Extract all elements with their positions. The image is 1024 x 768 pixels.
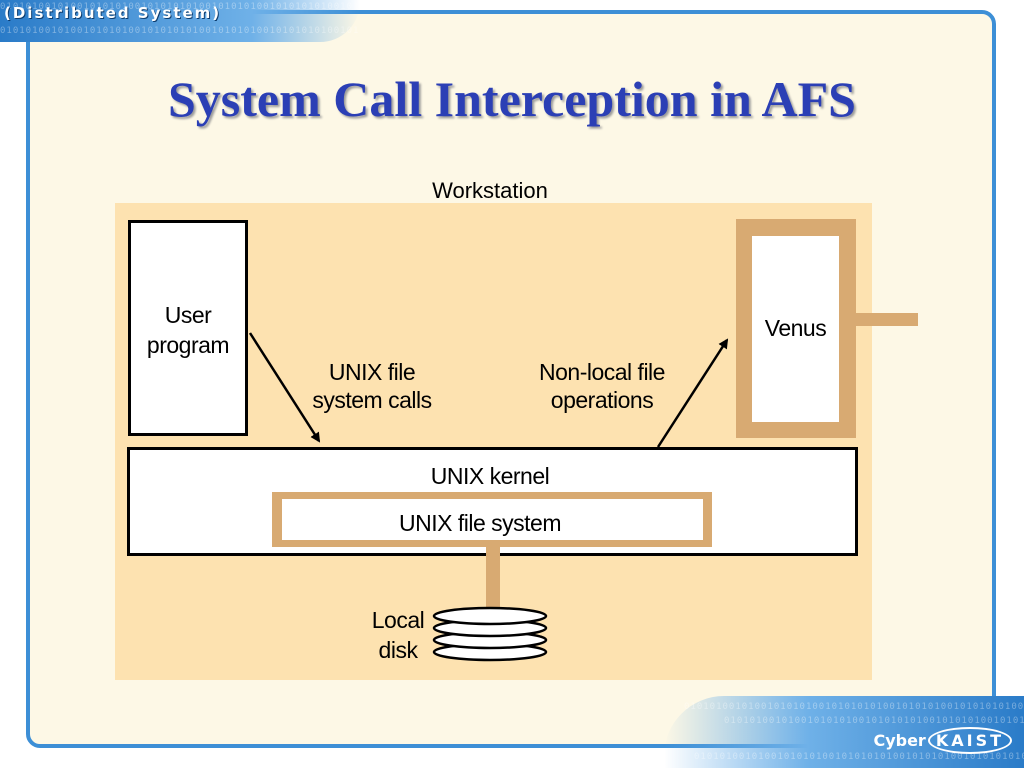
disk-connector (486, 547, 500, 613)
venus-box (752, 236, 839, 422)
slide-title: System Call Interception in AFS (168, 71, 856, 127)
header-banner: 0101010010100101010100101010101001010101… (0, 0, 360, 42)
unix-file-system-box (282, 499, 703, 540)
unix-file-system-label: UNIX file system (399, 510, 561, 536)
syscall-arrow (248, 332, 321, 443)
logo-prefix: Cyber (873, 731, 926, 750)
footer-banner: 0101010010100101010100101010101001010101… (664, 696, 1024, 768)
local-disk-icon (432, 606, 548, 662)
binary-pattern: 0101010010100101010100101010101001010101… (684, 702, 1024, 712)
local-disk-label: Local disk (371, 607, 425, 663)
binary-pattern: 0101010010100101010100101010101001010101… (0, 26, 360, 36)
user-program-box (128, 220, 248, 436)
binary-pattern: 0101010010100101010100101010101001010101… (694, 752, 1024, 762)
workstation-label: Workstation (432, 178, 548, 203)
syscalls-label: UNIX file system calls (312, 359, 432, 413)
binary-pattern: 0101010010100101010100101010101001010101… (724, 716, 1024, 726)
unix-kernel-label: UNIX kernel (430, 463, 550, 489)
logo-ring: KAIST (927, 727, 1012, 754)
user-program-label: User program (146, 302, 230, 358)
nonlocal-arrow (656, 338, 729, 448)
venus-label: Venus (764, 315, 827, 341)
venus-network-link (856, 313, 918, 326)
binary-pattern: 0101010010100101010100101010101001010101… (0, 2, 360, 12)
nonlocal-ops-label: Non-local file operations (539, 359, 665, 413)
header-label: (Distributed System) (4, 4, 222, 22)
